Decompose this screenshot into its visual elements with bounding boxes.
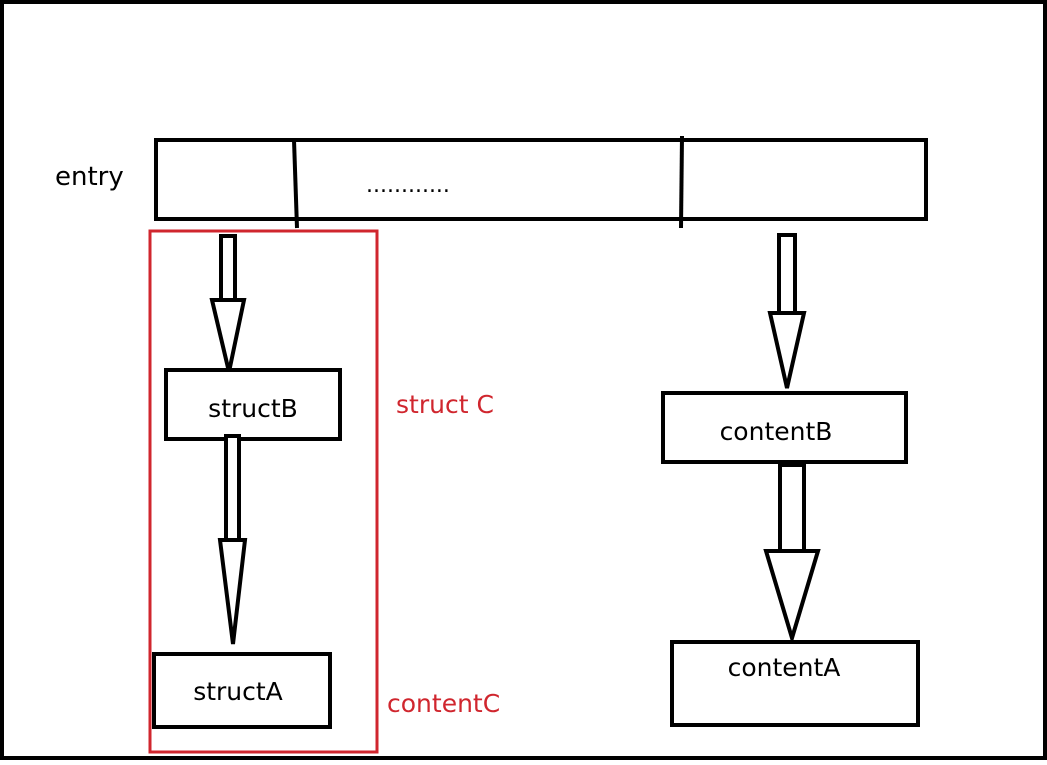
- structA-box: structA: [152, 652, 332, 729]
- entry-array: ............: [154, 135, 928, 229]
- struct-c-label: struct C: [396, 390, 494, 419]
- contentB-label: contentB: [720, 417, 833, 446]
- content-c-label: contentC: [387, 689, 500, 718]
- contentA-label: contentA: [728, 653, 841, 682]
- struct-c-highlight-box: [148, 229, 379, 754]
- entry-divider: [679, 135, 684, 229]
- arrow-contentB-to-contentA: [763, 463, 821, 645]
- structB-label: structB: [208, 394, 298, 423]
- entry-divider: [292, 139, 299, 229]
- arrow-entry-to-contentB: [767, 233, 807, 389]
- structA-label: structA: [193, 677, 283, 706]
- contentB-box: contentB: [661, 391, 908, 464]
- entry-label: entry: [55, 162, 124, 192]
- arrow-entry-to-structB: [209, 234, 247, 373]
- contentA-box: contentA: [670, 640, 920, 727]
- entry-ellipsis: ............: [366, 173, 450, 198]
- arrow-structB-to-structA: [217, 434, 248, 645]
- structB-box: structB: [164, 368, 342, 441]
